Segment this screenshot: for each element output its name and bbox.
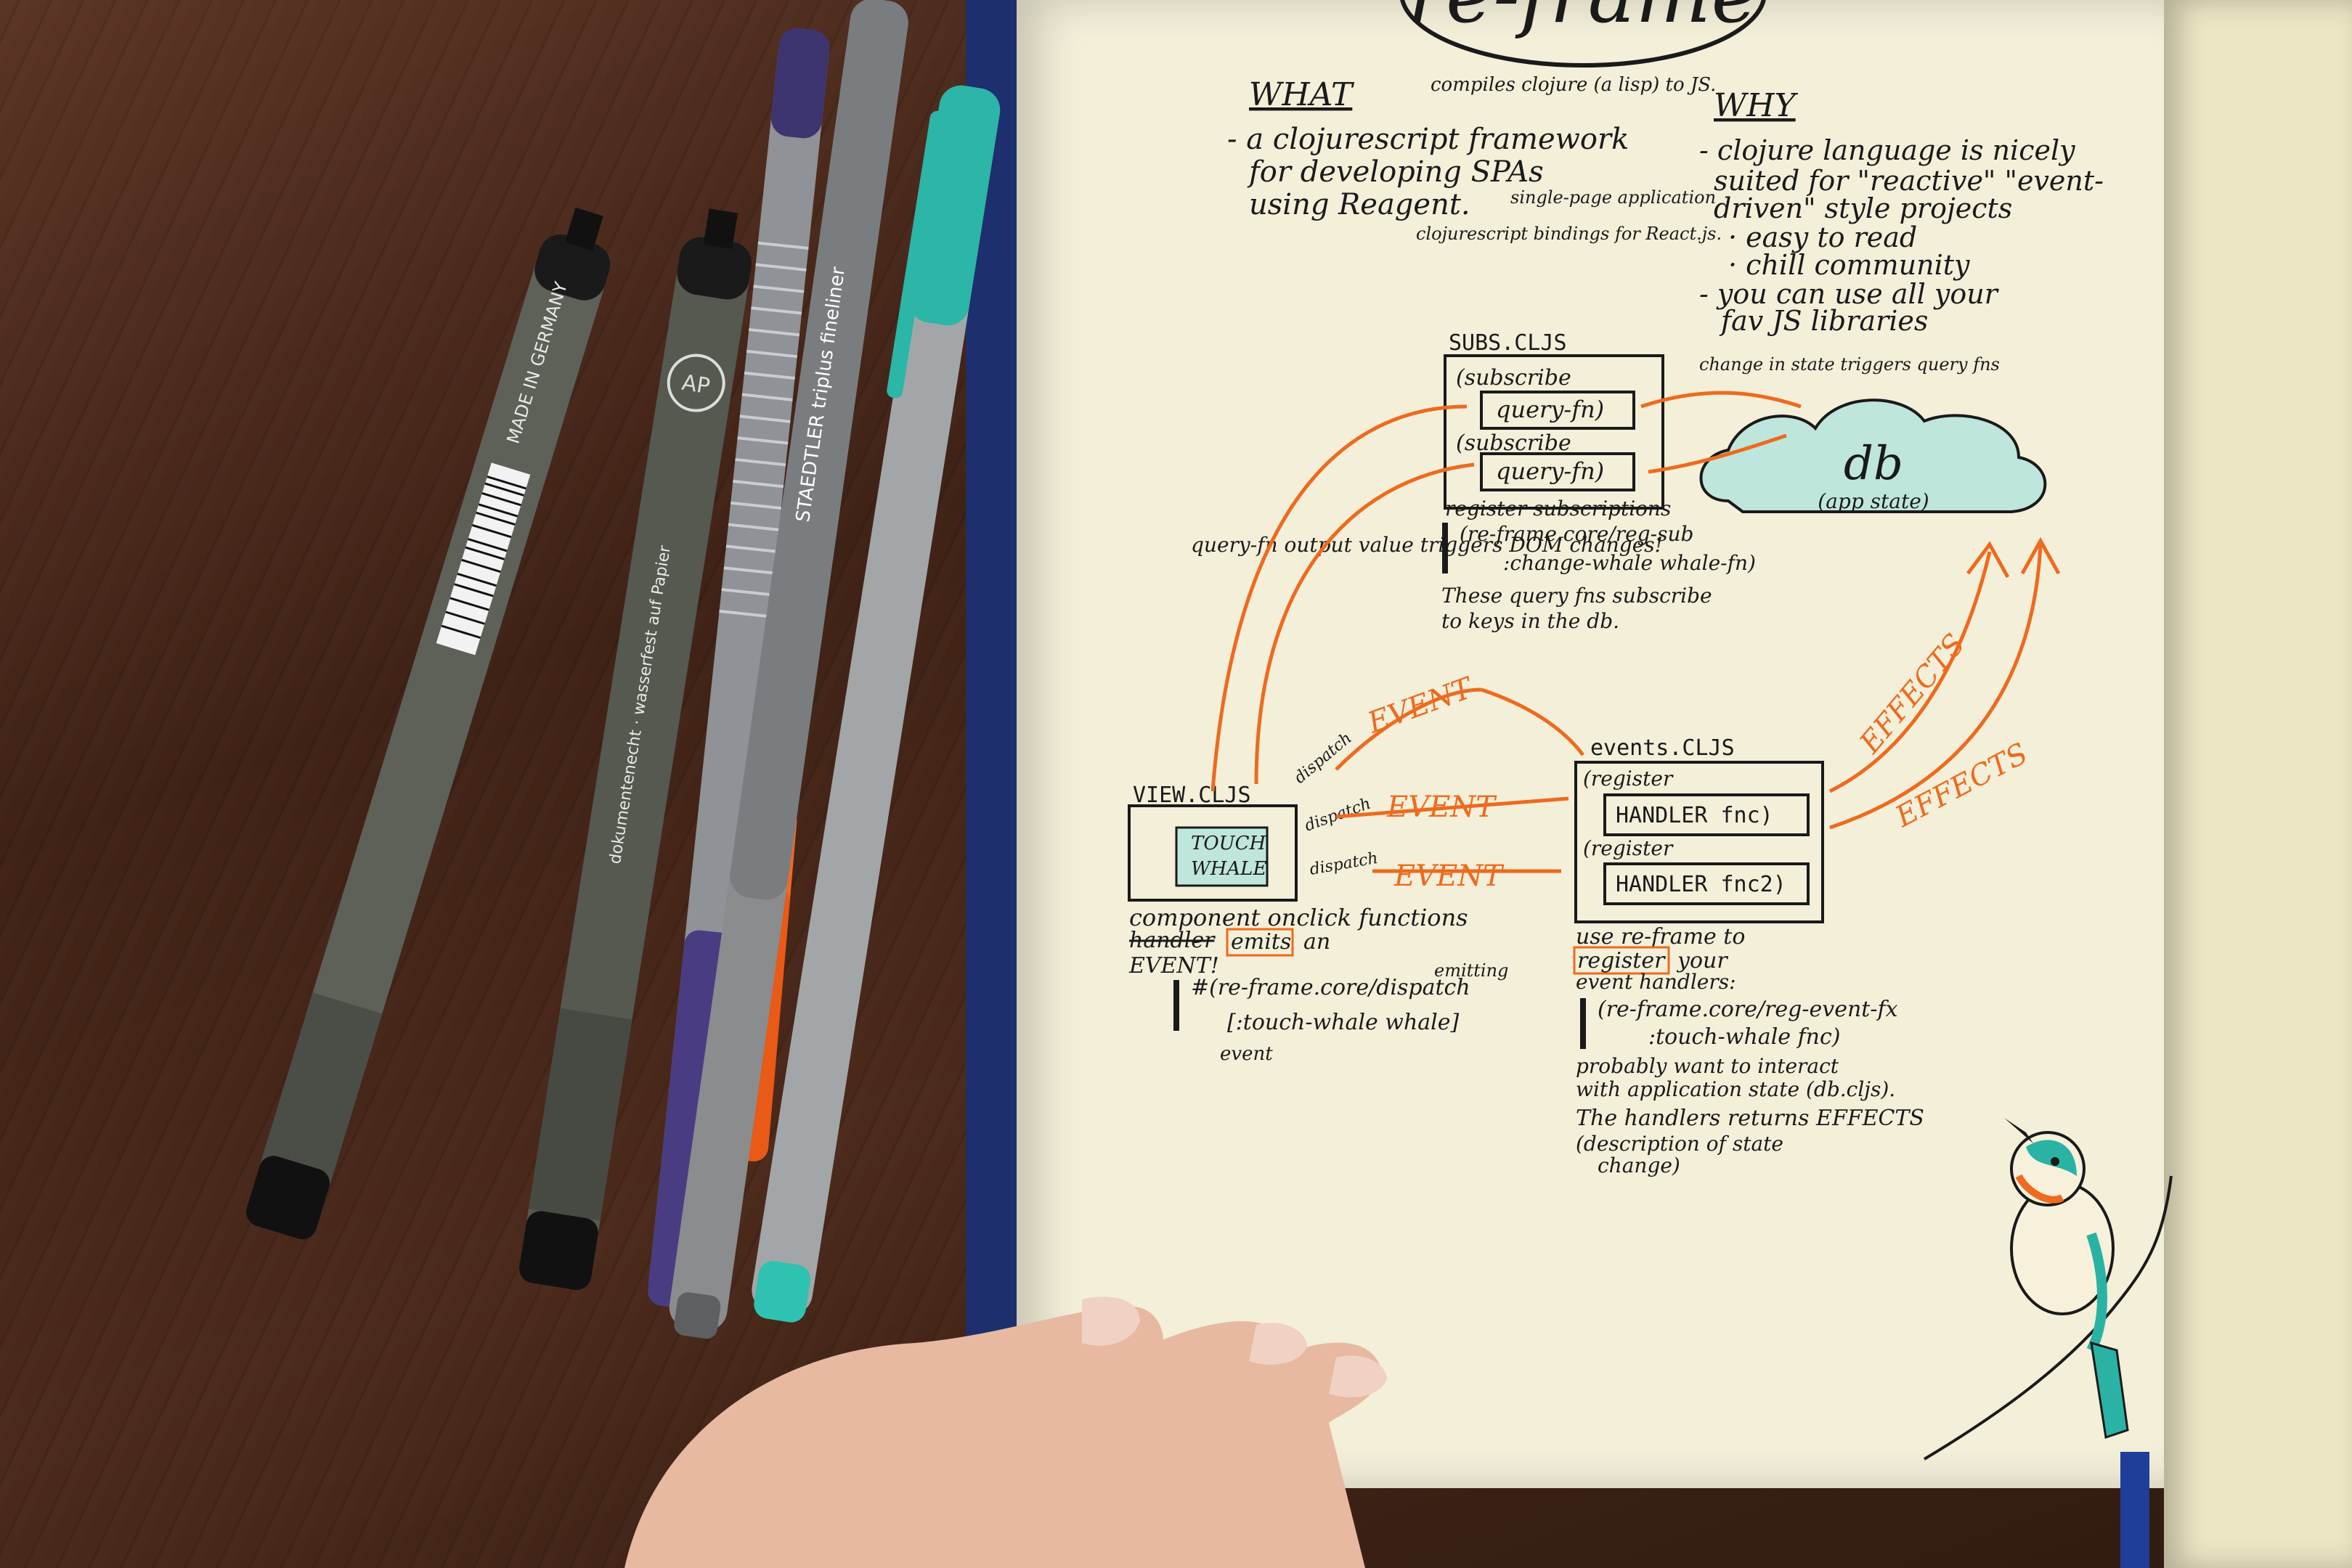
- view-event-label: event: [1220, 1043, 1273, 1065]
- dispatch-label-3: dispatch: [1309, 849, 1380, 879]
- why-line-6: - you can use all your: [1699, 278, 2000, 310]
- view-box: [1128, 804, 1298, 902]
- view-handler: handler: [1129, 928, 1216, 953]
- what-compiles-note: compiles clojure (a lisp) to JS.: [1431, 74, 1716, 96]
- events-register-1: (register: [1583, 767, 1674, 791]
- notebook-page: [1017, 0, 2178, 1488]
- why-line-5: · chill community: [1728, 249, 1970, 281]
- subs-reg-sub: (re-frame.core/reg-sub: [1460, 522, 1693, 546]
- events-handler-2: HANDLER fnc2): [1616, 872, 1786, 897]
- subs-title: SUBS.CLJS: [1449, 330, 1567, 356]
- events-note-4: (description of state: [1576, 1132, 1783, 1156]
- view-an: an: [1303, 929, 1330, 955]
- why-line-3: driven" style projects: [1714, 192, 2012, 224]
- what-line-1: - a clojurescript framework: [1227, 123, 1629, 156]
- events-note-1: probably want to interact: [1576, 1054, 1839, 1078]
- db-cloud: [1699, 399, 2047, 513]
- events-handler-1: HANDLER fnc): [1616, 803, 1773, 828]
- ribbon-bookmark: [2120, 1452, 2149, 1568]
- what-line-2: for developing SPAs: [1247, 155, 1544, 189]
- why-line-1: - clojure language is nicely: [1699, 134, 2075, 166]
- subs-register: register subscriptions: [1445, 497, 1671, 520]
- pen-staedtler-grey: STAEDTLER triplus fineliner: [669, 0, 908, 1339]
- pen-teal: [752, 85, 1001, 1323]
- view-touch: TOUCH: [1191, 833, 1266, 854]
- what-line-3: using Reagent.: [1249, 188, 1470, 221]
- effects-arrow-2: EFFECTS: [1889, 737, 2033, 834]
- query-fn-box-2: [1480, 452, 1635, 491]
- subs-note-1: These query fns subscribe: [1441, 584, 1712, 608]
- view-dispatch: #(re-frame.core/dispatch: [1191, 975, 1470, 1000]
- subs-query-1: query-fn): [1496, 396, 1604, 423]
- event-arrow-3: EVENT: [1393, 859, 1505, 893]
- subs-note-2: to keys in the db.: [1441, 609, 1619, 633]
- svg-text:AP: AP: [680, 370, 712, 400]
- handwritten-notes: re-frame WHAT compiles clojure (a lisp) …: [1128, 0, 2173, 1461]
- events-use-line-2: event handlers:: [1576, 970, 1736, 994]
- title-oval: [1400, 0, 1766, 68]
- events-state-fnc: :touch-whale fnc): [1648, 1024, 1841, 1050]
- db-label: db: [1844, 437, 1903, 491]
- events-title: events.CLJS: [1590, 735, 1735, 761]
- view-title: VIEW.CLJS: [1133, 783, 1251, 808]
- view-emitting: emitting: [1434, 960, 1508, 981]
- query-output-note: query-fn output value triggers DOM chang…: [1191, 533, 1663, 557]
- events-box: [1574, 761, 1824, 923]
- notebook-next-page: [2164, 0, 2352, 1568]
- effects-arrow-1: EFFECTS: [1853, 628, 1972, 760]
- subs-change-whale: :change-whale whale-fn): [1503, 551, 1756, 575]
- pen-black-1: MADE IN GERMANY: [246, 207, 611, 1240]
- view-touch-whale: [:touch-whale whale]: [1227, 1010, 1460, 1035]
- db-sub: (app state): [1818, 489, 1929, 513]
- events-use-line-1: use re-frame to: [1576, 924, 1745, 950]
- why-line-4: · easy to read: [1728, 221, 1917, 253]
- change-note: change in state triggers query fns: [1699, 354, 2000, 375]
- handler-box-1: [1603, 793, 1810, 836]
- subs-subscribe-1: (subscribe: [1456, 365, 1571, 391]
- events-reg-event: (re-frame.core/reg-event-fx: [1598, 997, 1898, 1022]
- events-note-2: with application state (db.cljs).: [1576, 1077, 1895, 1101]
- events-note-3: The handlers returns EFFECTS: [1576, 1106, 1924, 1131]
- what-spa-note: single-page application: [1510, 187, 1716, 208]
- why-line-2: suited for "reactive" "event-: [1714, 165, 2104, 197]
- subs-box: [1444, 354, 1664, 510]
- view-emits: emits: [1231, 929, 1291, 955]
- view-event: EVENT!: [1128, 953, 1219, 979]
- what-reagent-note: clojurescript bindings for React.js.: [1416, 224, 1722, 244]
- title: re-frame: [1407, 0, 1758, 41]
- why-line-7: fav JS libraries: [1719, 305, 1928, 337]
- subs-subscribe-2: (subscribe: [1456, 430, 1571, 456]
- subs-query-2: query-fn): [1496, 457, 1604, 485]
- view-whale: WHALE: [1191, 858, 1266, 880]
- hand: [624, 1297, 1387, 1568]
- events-note-5: change): [1598, 1153, 1680, 1177]
- view-component: component onclick functions: [1129, 904, 1468, 931]
- what-heading: WHAT: [1249, 76, 1355, 113]
- event-arrow-2: EVENT: [1386, 791, 1497, 824]
- handler-box-2: [1603, 862, 1810, 905]
- events-your: your: [1676, 948, 1728, 973]
- why-heading: WHY: [1714, 87, 1799, 124]
- bird-sketch: [1923, 1118, 2173, 1461]
- events-register-2: (register: [1583, 836, 1674, 860]
- query-fn-box-1: [1480, 391, 1635, 430]
- event-arrow-1: EVENT: [1363, 671, 1479, 740]
- events-register-word: register: [1577, 948, 1666, 973]
- touch-whale-button: [1175, 826, 1269, 887]
